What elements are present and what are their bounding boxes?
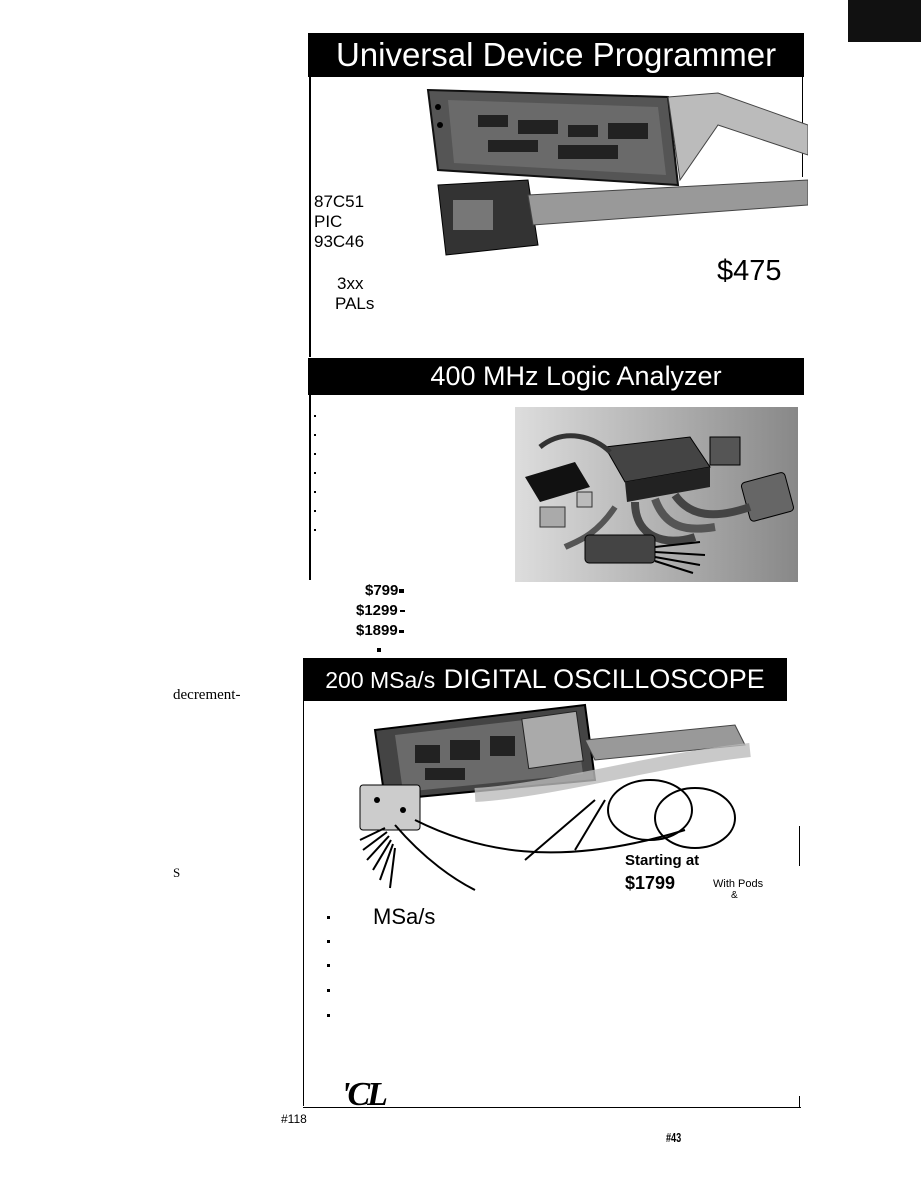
dash-mark <box>399 589 405 594</box>
programmer-device-87c51: 87C51 <box>314 192 365 211</box>
logic-analyzer-price-2-value: $1299 <box>356 602 398 619</box>
logic-analyzer-banner: 400 MHz Logic Analyzer <box>308 358 804 395</box>
margin-text-s: S <box>173 865 181 880</box>
programmer-banner: Universal Device Programmer <box>308 33 804 77</box>
programmer-device-pic: PIC <box>314 212 343 231</box>
oscilloscope-right-border-lower <box>799 1096 800 1108</box>
logic-analyzer-bullet-small <box>377 648 381 652</box>
margin-text-decrement: decrement- <box>173 687 241 703</box>
company-logo: 'CL <box>341 1076 388 1113</box>
reader-service-number-left: #118 <box>281 1112 307 1126</box>
reader-service-number-right: #43 <box>666 1130 682 1145</box>
programmer-left-border <box>309 77 311 357</box>
oscilloscope-bottom-border <box>303 1107 801 1108</box>
logic-analyzer-title: 400 MHz Logic Analyzer <box>430 361 722 391</box>
logic-analyzer-price-1-value: $799 <box>365 582 399 599</box>
logic-analyzer-price-2: $1299 <box>356 603 405 618</box>
oscilloscope-starting-label: Starting at <box>625 852 700 869</box>
oscilloscope-price: $1799 <box>625 873 676 893</box>
programmer-title: Universal Device Programmer <box>335 36 777 73</box>
logic-analyzer-photo <box>515 407 798 582</box>
programmer-device-3xx: 3xx <box>337 274 364 293</box>
logic-analyzer-price-3: $1899 <box>356 623 404 638</box>
oscilloscope-ampersand: & <box>731 890 738 901</box>
oscilloscope-banner: 200 MSa/s DIGITAL OSCILLOSCOPE <box>303 658 787 701</box>
oscilloscope-bullet-5 <box>327 1014 330 1017</box>
oscilloscope-msas: MSa/s <box>373 904 436 929</box>
corner-tab-graphic <box>848 0 921 42</box>
oscilloscope-with-pods: With Pods <box>713 878 764 890</box>
oscilloscope-bullet-1 <box>327 916 330 919</box>
oscilloscope-left-border <box>303 701 304 1106</box>
oscilloscope-title-part2: DIGITAL OSCILLOSCOPE <box>443 664 765 694</box>
logic-analyzer-left-border <box>309 395 311 580</box>
dash-mark <box>399 610 405 613</box>
oscilloscope-right-border <box>799 826 800 866</box>
oscilloscope-bullet-2 <box>327 940 330 943</box>
programmer-price: $475 <box>717 255 782 287</box>
oscilloscope-bullet-4 <box>327 989 330 992</box>
dash-mark <box>398 629 404 633</box>
logic-analyzer-price-1: $799 <box>365 582 405 599</box>
oscilloscope-photo <box>359 703 751 891</box>
oscilloscope-bullet-3 <box>327 964 330 967</box>
oscilloscope-title-part1: 200 MSa/s <box>325 667 436 693</box>
programmer-device-pals: PALs <box>335 294 375 313</box>
programmer-device-93c46: 93C46 <box>314 232 365 251</box>
programmer-board-photo <box>426 88 808 256</box>
logic-analyzer-price-3-value: $1899 <box>356 622 398 639</box>
